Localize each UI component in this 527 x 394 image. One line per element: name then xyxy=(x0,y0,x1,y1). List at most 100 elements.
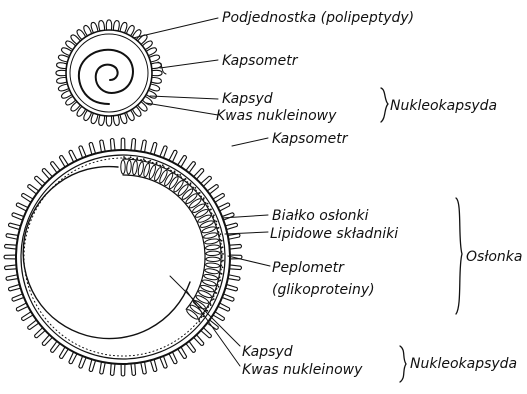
small-virus xyxy=(56,20,162,126)
label-kwas-bottom: Kwas nukleinowy xyxy=(242,362,363,378)
helix-dot xyxy=(149,160,151,162)
peplomer-spike xyxy=(5,244,17,249)
label-kapsometr-top: Kapsometr xyxy=(222,53,299,69)
peplomer-spike xyxy=(131,363,136,375)
helix-turn xyxy=(205,244,219,250)
helix-dot xyxy=(210,304,212,306)
helix-dot xyxy=(215,292,217,294)
capsomer-loop xyxy=(57,63,67,69)
peplomer-spike xyxy=(141,140,147,152)
top-capsomer-ring xyxy=(56,20,162,126)
helix-turn xyxy=(158,169,168,183)
peplomer-spike xyxy=(110,363,115,375)
helix-turn xyxy=(132,161,138,175)
helix-dot xyxy=(216,221,218,223)
helix-turn xyxy=(205,262,219,268)
helix-dot xyxy=(222,260,224,262)
brace-nukleokapsyda-top xyxy=(381,88,388,122)
peplomer-spike xyxy=(141,362,147,374)
helix-dot xyxy=(199,321,201,323)
top-inner-circle xyxy=(70,34,148,112)
envelope-outer xyxy=(16,150,230,364)
helix-turn xyxy=(126,160,131,174)
envelope-inner xyxy=(21,155,225,359)
label-nukleokapsyda-bottom: Nukleokapsyda xyxy=(410,356,517,372)
capsomer-loop xyxy=(113,21,119,31)
helix-dot xyxy=(162,164,164,166)
helix-turn xyxy=(121,160,125,174)
capsomer-loop xyxy=(56,70,66,75)
helix-dot xyxy=(123,156,125,158)
helix-dot xyxy=(222,266,224,268)
label-podjednostka: Podjednostka (polipeptydy) xyxy=(222,10,414,26)
label-kapsometr-mid: Kapsometr xyxy=(272,131,349,147)
helix-dot xyxy=(130,156,132,158)
label-peplometr: Peplometr xyxy=(272,260,345,276)
labels: Podjednostka (polipeptydy) Kapsometr Kap… xyxy=(216,10,522,378)
peplomer-spike xyxy=(121,138,125,150)
helix-dot xyxy=(190,182,192,184)
helix-turn xyxy=(200,284,215,293)
peplomer-spike xyxy=(121,364,125,376)
label-lipidowe: Lipidowe składniki xyxy=(270,226,398,242)
helix-turn xyxy=(198,289,213,299)
peplomer-spike xyxy=(229,265,241,270)
helix-dot xyxy=(199,192,201,194)
helix-turn xyxy=(153,167,162,182)
helix-dot xyxy=(203,197,205,199)
helix-dot xyxy=(156,162,158,164)
helix-dot xyxy=(136,157,138,159)
helix-dot xyxy=(194,187,196,189)
capsomer-loop xyxy=(152,70,162,75)
helix-turn xyxy=(205,268,220,275)
helix-dot xyxy=(219,233,221,235)
label-kapsyd-top: Kapsyd xyxy=(222,91,273,107)
helix-dot xyxy=(207,203,209,205)
peplomer-spike xyxy=(100,140,106,152)
capsomer-loop xyxy=(57,77,67,83)
label-glikoproteiny: (glikoproteiny) xyxy=(272,282,375,298)
helix-dot xyxy=(221,273,223,275)
peplomer-spike xyxy=(6,234,18,240)
helix-dot xyxy=(185,178,187,180)
helix-dot xyxy=(174,170,176,172)
capsomer-loop xyxy=(151,77,161,83)
peplomer-spike xyxy=(228,234,240,240)
peplomer-spike xyxy=(131,139,136,151)
helix-dot xyxy=(206,310,208,312)
helix-dot xyxy=(213,214,215,216)
peplomer-spike xyxy=(228,275,240,281)
helix-turn xyxy=(197,214,212,224)
peplomer-spike xyxy=(100,362,106,374)
label-bialko: Białko osłonki xyxy=(272,208,369,224)
brace-oslonka xyxy=(456,198,462,314)
helix-dot xyxy=(218,227,220,229)
helix-turn xyxy=(204,238,219,245)
capsomer-loop xyxy=(99,115,105,125)
label-oslonka: Osłonka xyxy=(466,249,522,265)
peplomer-spike xyxy=(110,139,115,151)
capsomer-loop xyxy=(106,20,111,30)
helix-dot xyxy=(210,208,212,210)
helix-dot xyxy=(179,174,181,176)
helix-dot xyxy=(222,253,224,255)
label-kapsyd-bottom: Kapsyd xyxy=(242,344,293,360)
large-virus xyxy=(4,138,242,376)
helix-turn xyxy=(206,251,220,256)
helix-dot xyxy=(168,167,170,169)
brace-nukleokapsyda-bottom xyxy=(400,346,406,382)
label-kwas-top: Kwas nukleinowy xyxy=(216,108,337,124)
helix-dot xyxy=(222,246,224,248)
capsomer-loop xyxy=(99,21,105,31)
peplomer-spike xyxy=(6,275,18,281)
top-nucleic-acid-spiral xyxy=(79,50,133,104)
inner-nucleic-acid xyxy=(23,167,190,339)
helix-dot xyxy=(218,286,220,288)
helix-turn xyxy=(199,220,214,229)
peplomer-spike xyxy=(5,265,17,270)
capsomer-loop xyxy=(113,115,119,125)
helix-dot xyxy=(219,279,221,281)
helix-dot xyxy=(213,298,215,300)
